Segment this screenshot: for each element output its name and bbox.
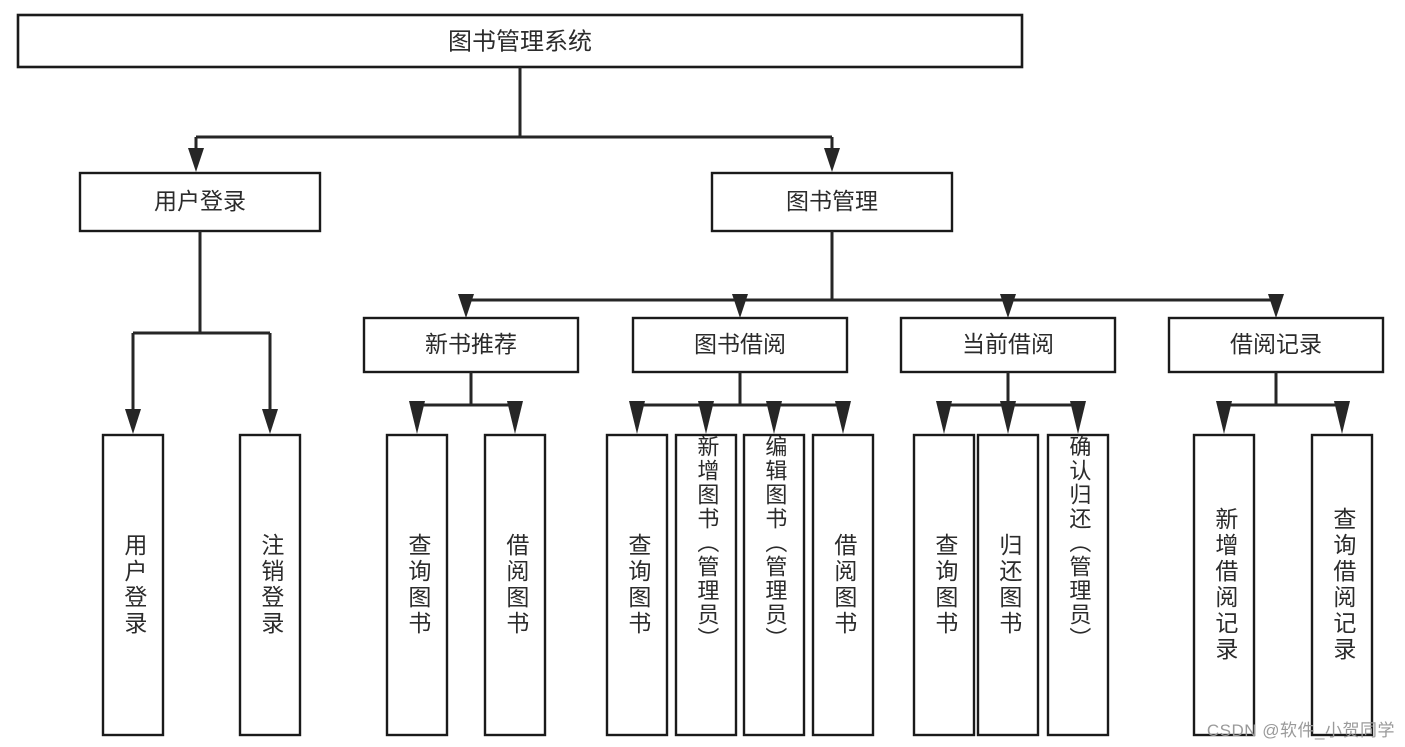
arrow-head-icon — [1268, 294, 1284, 318]
arrow-head-icon — [409, 401, 425, 434]
arrow-head-icon — [698, 401, 714, 434]
arrow-head-icon — [1000, 401, 1016, 434]
connector-current-borrow-to-leaves — [936, 372, 1086, 434]
leaf-query-book-3[interactable] — [912, 433, 976, 737]
label-borrow-record: 借阅记录 — [1230, 331, 1322, 357]
node-new-book-recommend[interactable] — [362, 316, 580, 374]
node-current-borrow[interactable] — [899, 316, 1117, 374]
arrow-head-icon — [766, 401, 782, 434]
label-book-management: 图书管理 — [786, 188, 878, 214]
arrow-head-icon — [507, 401, 523, 434]
label-book-borrow: 图书借阅 — [694, 331, 786, 357]
leaf-borrow-book-2[interactable] — [811, 433, 875, 737]
leaf-query-borrow-record[interactable] — [1310, 433, 1374, 737]
arrow-head-icon — [1000, 294, 1016, 318]
label-user-login: 用户登录 — [154, 188, 246, 214]
label-new-book-recommend: 新书推荐 — [425, 331, 517, 357]
leaf-edit-book-admin[interactable] — [742, 433, 806, 737]
connector-new-book-recommend-to-leaves — [409, 372, 523, 434]
leaf-logout[interactable] — [238, 433, 302, 737]
arrow-head-icon — [188, 148, 204, 172]
leaf-confirm-return-admin[interactable] — [1046, 433, 1110, 737]
connector-book-borrow-to-leaves — [629, 372, 851, 434]
arrow-head-icon — [262, 409, 278, 434]
arrow-head-icon — [824, 148, 840, 172]
leaf-return-book[interactable] — [976, 433, 1040, 737]
connector-borrow-record-to-leaves — [1216, 372, 1350, 434]
arrow-head-icon — [125, 409, 141, 434]
leaf-query-book-2[interactable] — [605, 433, 669, 737]
leaf-user-login[interactable] — [101, 433, 165, 737]
arrow-head-icon — [629, 401, 645, 434]
leaf-query-book-1[interactable] — [385, 433, 449, 737]
leaf-add-borrow-record[interactable] — [1192, 433, 1256, 737]
arrow-head-icon — [1216, 401, 1232, 434]
connector-book-management-to-level3 — [458, 231, 1284, 318]
node-user-login[interactable] — [78, 171, 322, 233]
leaf-add-book-admin[interactable] — [674, 433, 738, 737]
arrow-head-icon — [1334, 401, 1350, 434]
arrow-head-icon — [458, 294, 474, 318]
label-root: 图书管理系统 — [448, 28, 592, 55]
node-root-book-management-system[interactable] — [16, 13, 1024, 69]
arrow-head-icon — [936, 401, 952, 434]
connector-root-to-level2 — [188, 67, 840, 172]
watermark-text: CSDN @软件_小贺同学 — [1206, 721, 1395, 740]
arrow-head-icon — [732, 294, 748, 318]
connector-user-login-to-leaves — [125, 231, 278, 434]
leaf-borrow-book-1[interactable] — [483, 433, 547, 737]
arrow-head-icon — [1070, 401, 1086, 434]
label-current-borrow: 当前借阅 — [962, 331, 1054, 357]
arrow-head-icon — [835, 401, 851, 434]
